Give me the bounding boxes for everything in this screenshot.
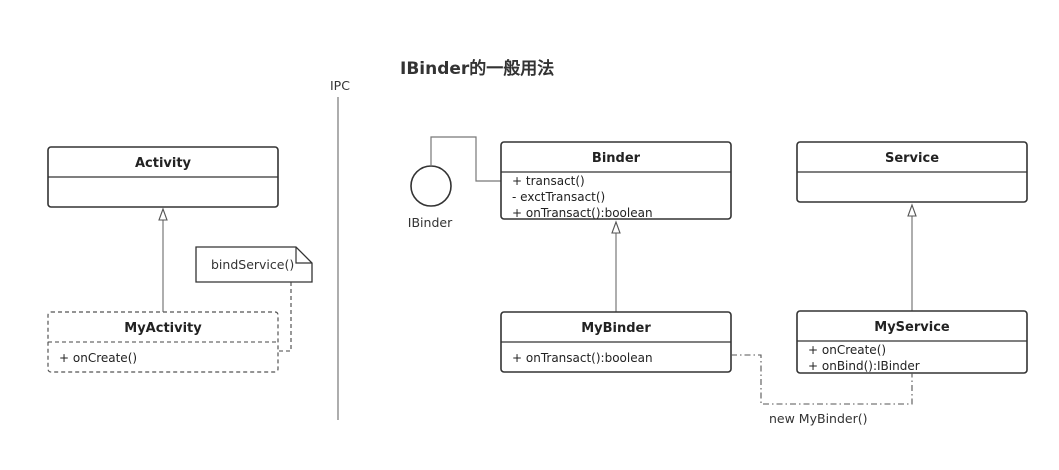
class-myactivity[interactable]: MyActivity + onCreate() xyxy=(47,311,279,373)
note-bindservice-text: bindService() xyxy=(211,257,294,272)
class-binder-member-on-transact: + onTransact():boolean xyxy=(512,206,653,220)
class-mybinder[interactable]: MyBinder + onTransact():boolean xyxy=(500,311,732,373)
ipc-label: IPC xyxy=(330,78,350,93)
class-myservice-member-onbind: + onBind():IBinder xyxy=(808,359,920,373)
note-bindservice-shape xyxy=(195,246,313,283)
class-myservice-member-oncreate: + onCreate() xyxy=(808,343,886,357)
interface-ibinder-label: IBinder xyxy=(408,215,453,230)
class-binder-member-transact: + transact() xyxy=(512,174,585,188)
realization-binder-ibinder-line xyxy=(430,136,501,182)
class-myactivity-name: MyActivity xyxy=(124,321,202,336)
inherit-myservice-service-arrowhead xyxy=(907,203,917,217)
diagram-title: IBinder的一般用法 xyxy=(400,58,554,79)
class-binder-name: Binder xyxy=(592,151,641,166)
class-myservice[interactable]: MyService + onCreate() + onBind():IBinde… xyxy=(796,310,1028,374)
inherit-mybinder-binder-arrowhead xyxy=(611,220,621,234)
class-binder-box xyxy=(500,141,732,220)
class-activity[interactable]: Activity xyxy=(47,146,279,208)
note-bindservice-fold xyxy=(295,247,312,264)
class-myservice-name: MyService xyxy=(874,320,950,335)
note-newmybinder-text: new MyBinder() xyxy=(769,411,867,426)
class-myactivity-member: + onCreate() xyxy=(59,351,137,365)
class-binder[interactable]: Binder + transact() - exctTransact() + o… xyxy=(500,141,732,220)
class-service[interactable]: Service xyxy=(796,141,1028,203)
class-service-name: Service xyxy=(885,151,939,166)
class-mybinder-member: + onTransact():boolean xyxy=(512,351,653,365)
note-bindservice-connector xyxy=(278,282,292,352)
interface-ibinder[interactable]: IBinder xyxy=(408,165,453,230)
inherit-myactivity-activity-arrowhead xyxy=(158,207,168,221)
class-mybinder-name: MyBinder xyxy=(581,321,651,336)
class-activity-name: Activity xyxy=(135,156,192,171)
class-binder-member-exct-transact: - exctTransact() xyxy=(512,190,605,204)
note-bindservice[interactable]: bindService() xyxy=(195,246,313,283)
interface-ibinder-circle xyxy=(410,165,452,207)
